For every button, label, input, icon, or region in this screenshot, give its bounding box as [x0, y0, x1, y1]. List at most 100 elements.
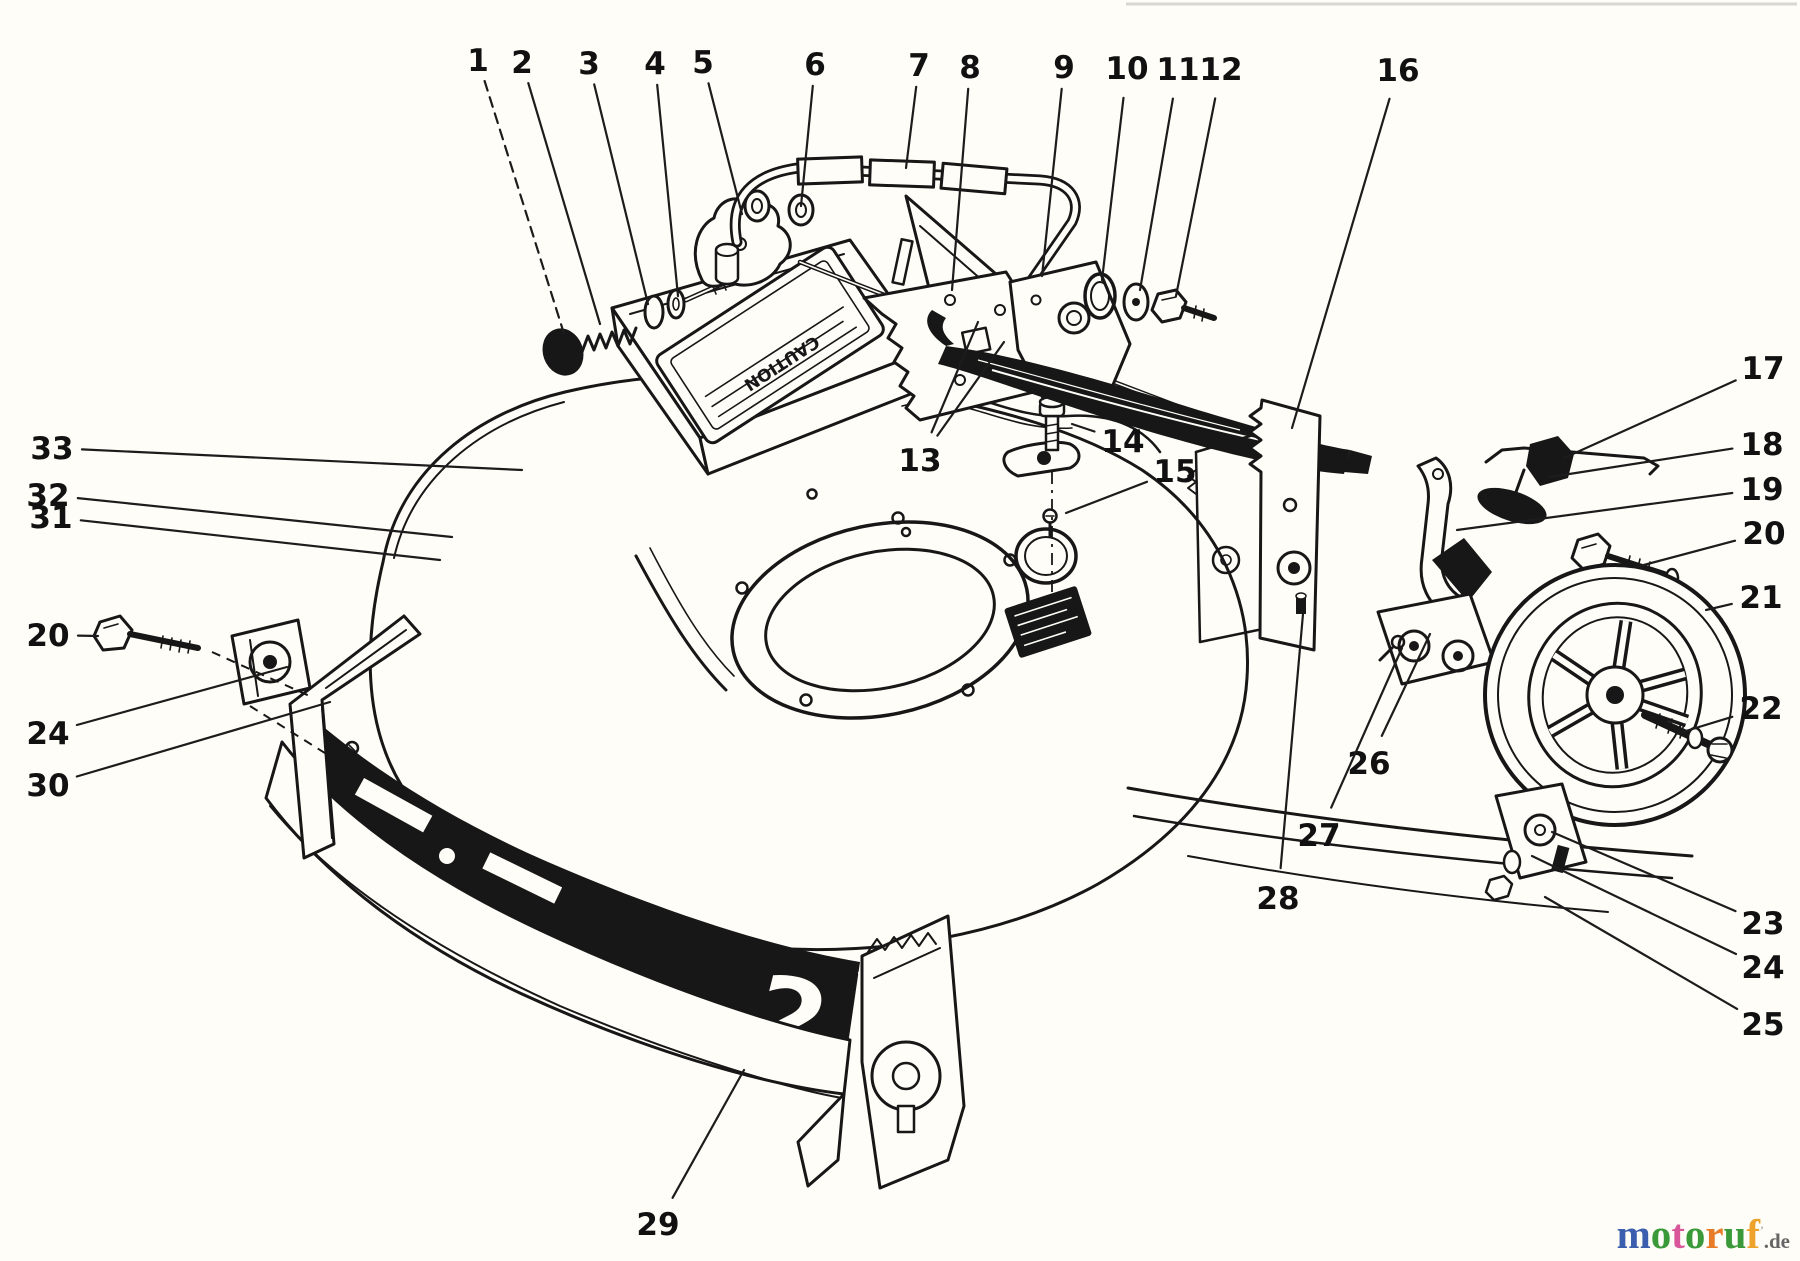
opening-flange-holes: [735, 511, 1017, 707]
caution-label: CAUTION: [655, 245, 885, 445]
leader-line-28: [1279, 612, 1305, 870]
leader-line-26: [1380, 632, 1432, 738]
handle-pad: [939, 161, 1009, 196]
callout-label-10: 10: [1105, 51, 1148, 87]
callout-label-21: 21: [1739, 580, 1782, 616]
leader-line-4: [656, 83, 680, 298]
leader-line-33: [80, 448, 524, 472]
leader-line-30: [75, 700, 332, 778]
callout-label-19: 19: [1740, 472, 1783, 508]
leader-line-24: [75, 665, 289, 727]
callout-label-28: 28: [1256, 881, 1299, 917]
skirt-vent-slot: [354, 777, 433, 833]
wheel-spokes: [1546, 620, 1690, 770]
leader-line-29: [671, 1068, 746, 1199]
leader-line-1: [483, 79, 568, 342]
callout-label-11: 11: [1156, 52, 1199, 88]
logo-letter: r: [1705, 1211, 1724, 1257]
gasket-ring: [1014, 527, 1078, 585]
callout-label-23: 23: [1741, 906, 1784, 942]
leader-line-25: [1543, 895, 1739, 1011]
leader-line-2: [527, 81, 602, 326]
leader-line-22: [1674, 715, 1734, 736]
hex-bolt-left: [92, 614, 201, 654]
handle-bracket: [729, 155, 1081, 358]
axle-bolt: [1641, 711, 1734, 764]
logo-letter: t: [1671, 1211, 1685, 1257]
leader-line-24: [1530, 854, 1738, 956]
callout-label-9: 9: [1053, 50, 1075, 86]
callout-label-26: 26: [1347, 746, 1390, 782]
leader-line-12: [1174, 97, 1217, 298]
bushing: [714, 242, 740, 286]
pivot-pin: [1296, 596, 1306, 614]
leader-line-19: [1455, 491, 1734, 532]
callout-label-15: 15: [1153, 454, 1196, 490]
leader-line-20: [1638, 539, 1737, 568]
control-rod: [1484, 446, 1660, 476]
leader-line-32: [76, 497, 454, 539]
logo-letter: o: [1650, 1211, 1672, 1257]
callout-label-30: 30: [26, 768, 69, 804]
leader-line-15: [1064, 480, 1149, 515]
watermark-logo[interactable]: motoruf’.de: [1617, 1214, 1790, 1255]
leader-line-10: [1100, 96, 1125, 282]
logo-letter: m: [1616, 1211, 1651, 1257]
leader-line-18: [1548, 447, 1734, 479]
callout-label-29: 29: [636, 1207, 679, 1243]
leader-line-6: [799, 84, 814, 208]
leader-line-17: [1562, 379, 1737, 460]
logo-suffix: .de: [1763, 1229, 1790, 1253]
leader-line-5: [707, 82, 744, 216]
leader-line-16: [1290, 97, 1391, 430]
handle-pad: [796, 155, 864, 186]
washer: [1122, 282, 1150, 322]
callout-label-8: 8: [959, 50, 981, 86]
front-trim-bumper: [264, 740, 852, 1188]
logo-letter: f: [1746, 1211, 1761, 1257]
callout-label-20: 20: [26, 618, 69, 654]
leader-line-7: [904, 85, 918, 170]
handle-pad: [868, 158, 936, 189]
callout-label-14: 14: [1101, 424, 1144, 460]
control-knob: [542, 328, 584, 376]
callout-label-6: 6: [804, 47, 826, 83]
logo-letter: u: [1723, 1211, 1747, 1257]
leader-line-31: [79, 519, 442, 562]
height-adjuster-assembly: [1376, 456, 1496, 686]
callout-label-27: 27: [1297, 818, 1340, 854]
leader-line-23: [1550, 830, 1737, 913]
pivot-bolt: [1390, 634, 1406, 650]
callout-label-33: 33: [30, 431, 73, 467]
callout-label-20: 20: [1742, 516, 1785, 552]
callout-label-16: 16: [1376, 53, 1419, 89]
mounting-bracket-left: [230, 618, 312, 706]
callout-label-1: 1: [467, 43, 489, 79]
callout-label-12: 12: [1199, 52, 1242, 88]
leader-line-14: [1070, 422, 1096, 433]
leader-line-8: [950, 87, 970, 292]
callout-label-32: 32: [26, 478, 69, 514]
skirt-hole: [439, 848, 455, 864]
callout-label-25: 25: [1741, 1007, 1784, 1043]
leader-line-13: [936, 340, 1006, 437]
hex-bolt-top: [1150, 288, 1217, 324]
callout-label-22: 22: [1739, 691, 1782, 727]
o-ring: [1083, 272, 1117, 320]
wheel: [1483, 563, 1747, 827]
leader-line-13: [930, 320, 980, 434]
callout-label-3: 3: [578, 46, 600, 82]
callout-label-18: 18: [1740, 427, 1783, 463]
rear-bracket-plate: [1187, 398, 1322, 652]
deck-rear-edges: [1126, 786, 1694, 913]
skirt-vent-slot: [482, 852, 563, 904]
leader-line-3: [593, 83, 650, 306]
alignment-dashes-left: [211, 651, 337, 761]
callout-label-4: 4: [644, 46, 666, 82]
leader-line-27: [1330, 646, 1404, 809]
wheel-bracket-assembly: [1484, 782, 1588, 902]
callout-label-31: 31: [29, 500, 72, 536]
